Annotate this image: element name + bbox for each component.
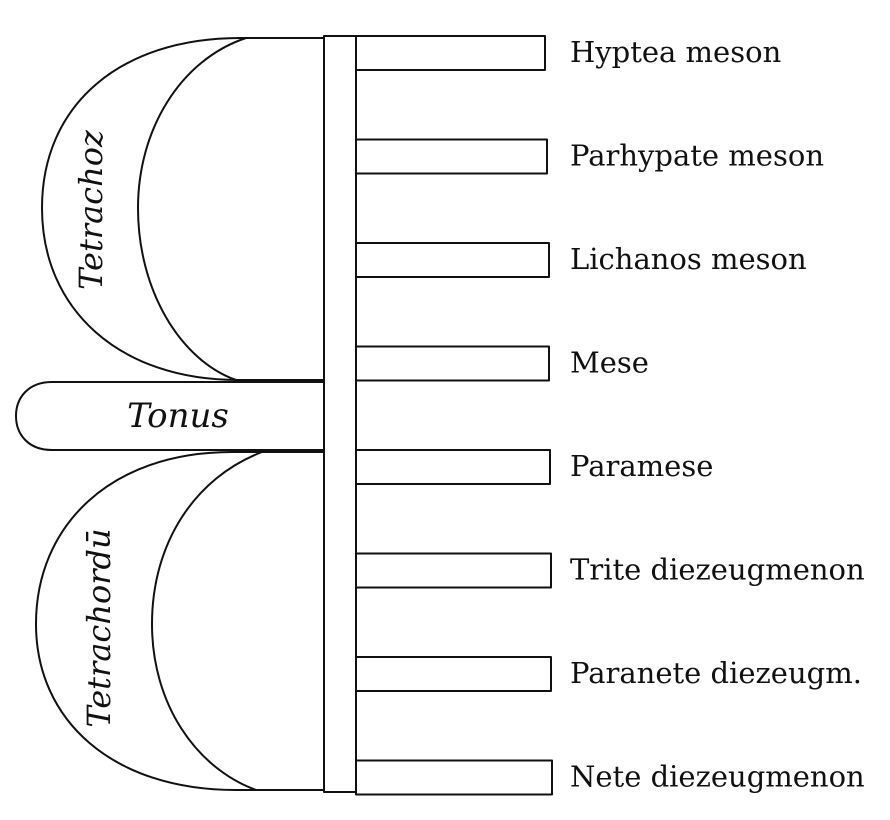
- note-label: Paramese: [570, 449, 713, 483]
- note-bar: [355, 449, 551, 485]
- lower-tetrachord-arc: Tetrachordū: [35, 451, 329, 791]
- upper-tetrachord-arc: Tetrachoz: [41, 37, 329, 381]
- note-bar: [355, 656, 552, 692]
- note-label: Nete diezeugmenon: [570, 760, 865, 794]
- upper-tetrachord-label: Tetrachoz: [72, 129, 110, 290]
- note-bar: [355, 552, 552, 589]
- tonus-bar: Tonus: [15, 381, 331, 451]
- note-label: Trite diezeugmenon: [570, 553, 865, 587]
- note-bars: [355, 35, 553, 796]
- note-bar: [355, 138, 548, 175]
- note-label: Parhypate meson: [570, 139, 824, 173]
- note-label: Paranete diezeugm.: [570, 656, 862, 690]
- tonus-label: Tonus: [127, 396, 229, 436]
- note-bar: [355, 35, 546, 71]
- note-label: Hyptea meson: [570, 35, 781, 69]
- lower-tetrachord-label: Tetrachordū: [80, 528, 118, 727]
- note-bar: [355, 242, 550, 278]
- note-bar: [355, 759, 553, 796]
- note-bar: [355, 345, 550, 382]
- central-pole: [323, 35, 357, 793]
- note-label: Lichanos meson: [570, 242, 807, 276]
- note-label: Mese: [570, 346, 649, 380]
